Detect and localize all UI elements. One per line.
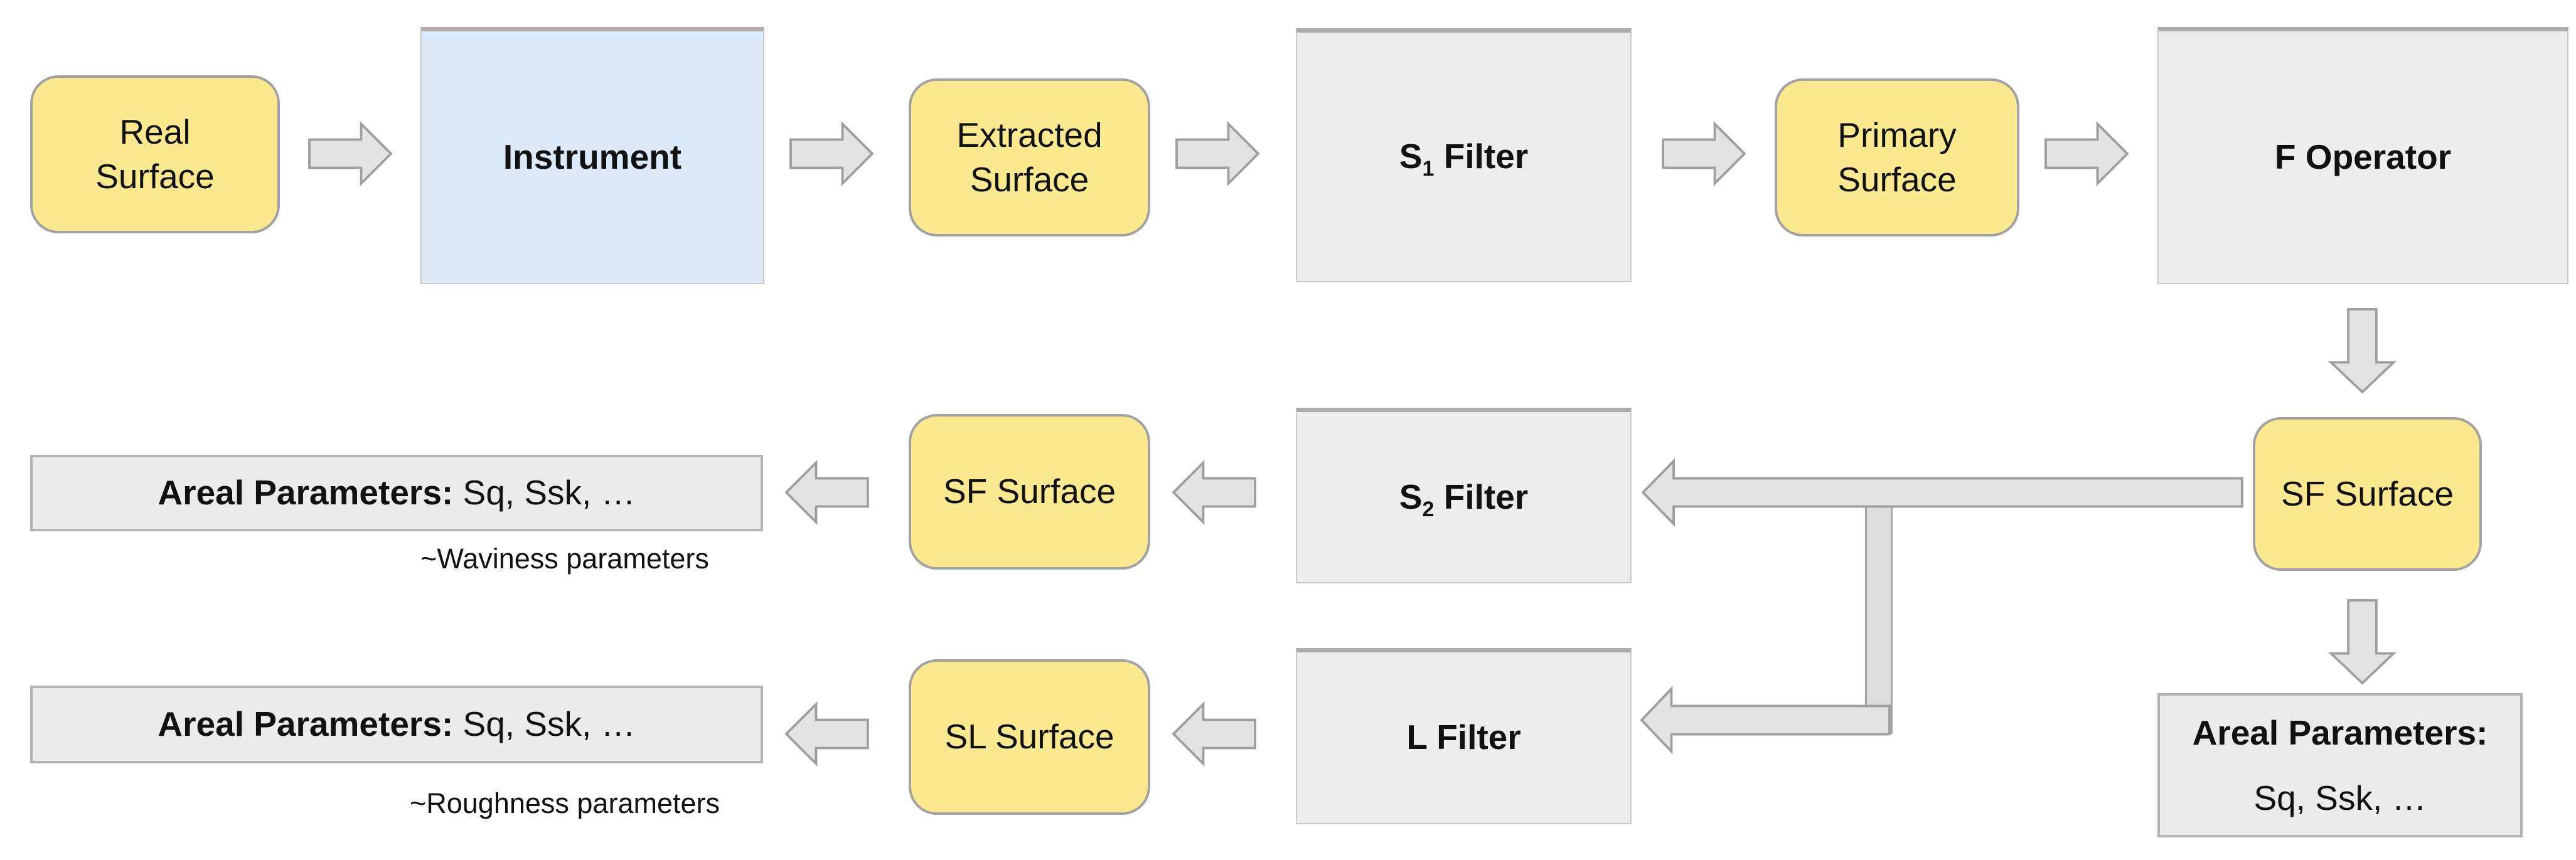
node-instrument-label: Instrument: [503, 137, 682, 176]
node-sf-surface-mid: SF Surface: [909, 414, 1150, 570]
arrow-primary-surface-to-f-operator: [2044, 120, 2129, 187]
node-instrument: Instrument: [420, 27, 764, 284]
arrow-sf-surface-to-areal-right: [2327, 599, 2397, 685]
areal-right-label: Areal Parameters: Sq, Ssk, …: [2192, 713, 2488, 818]
node-real-surface: Real Surface: [30, 75, 280, 233]
node-sl-surface-label: SL Surface: [944, 717, 1114, 756]
arrow-f-operator-to-sf-surface: [2327, 308, 2397, 394]
node-l-filter: L Filter: [1296, 648, 1632, 824]
annotation-waviness: ~Waviness parameters: [420, 543, 709, 575]
areal-roughness-label: Areal Parameters: Sq, Ssk, …: [158, 704, 636, 744]
node-sf-surface-right-label: SF Surface: [2280, 474, 2454, 513]
box-areal-parameters-roughness: Areal Parameters: Sq, Ssk, …: [30, 686, 763, 763]
arrow-s1-filter-to-primary-surface: [1662, 120, 1746, 187]
node-s1-filter-label: S1 Filter: [1399, 137, 1529, 181]
connector-branch-line: [1865, 504, 1893, 734]
arrow-extracted-surface-to-s1-filter: [1175, 120, 1260, 187]
arrow-l-filter-to-sl-surface: [1172, 701, 1256, 767]
node-s1-filter: S1 Filter: [1296, 28, 1632, 282]
node-f-operator: F Operator: [2157, 27, 2568, 284]
node-sf-surface-mid-label: SF Surface: [943, 472, 1116, 511]
annotation-roughness: ~Roughness parameters: [409, 787, 720, 819]
node-real-surface-label: Real Surface: [95, 112, 215, 196]
arrow-sl-surface-to-areal-roughness: [784, 701, 869, 767]
arrow-s2-filter-to-sf-surface: [1172, 459, 1256, 526]
box-areal-parameters-right: Areal Parameters: Sq, Ssk, …: [2157, 693, 2523, 837]
box-areal-parameters-waviness: Areal Parameters: Sq, Ssk, …: [30, 455, 763, 531]
node-primary-surface: Primary Surface: [1775, 78, 2019, 236]
node-primary-surface-label: Primary Surface: [1837, 115, 1957, 199]
node-extracted-surface-label: Extracted Surface: [956, 115, 1103, 199]
node-sl-surface: SL Surface: [909, 659, 1150, 815]
arrow-real-surface-to-instrument: [308, 120, 393, 187]
node-f-operator-label: F Operator: [2274, 137, 2452, 176]
node-s2-filter: S2 Filter: [1296, 408, 1632, 583]
arrow-instrument-to-extracted-surface: [789, 120, 874, 187]
arrow-branch-to-l-filter: [1640, 686, 1891, 755]
arrow-sf-surface-right-to-s2-filter: [1641, 458, 2243, 527]
node-sf-surface-right: SF Surface: [2253, 417, 2482, 571]
arrow-sf-surface-to-areal-waviness: [784, 459, 869, 526]
node-extracted-surface: Extracted Surface: [909, 78, 1150, 236]
areal-waviness-label: Areal Parameters: Sq, Ssk, …: [158, 473, 636, 512]
node-l-filter-label: L Filter: [1406, 718, 1521, 757]
node-s2-filter-label: S2 Filter: [1399, 477, 1529, 521]
